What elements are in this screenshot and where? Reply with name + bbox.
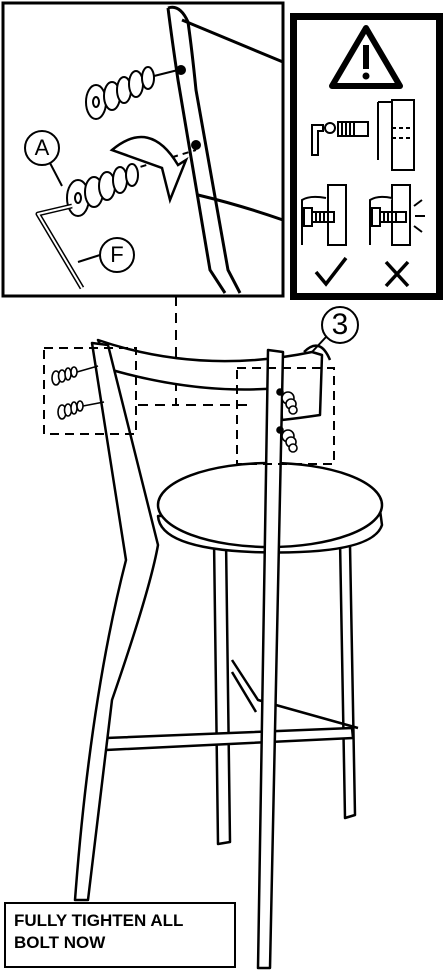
right-bolt-callout-box bbox=[236, 367, 335, 465]
callout-a-label: A bbox=[34, 135, 50, 160]
left-bolt-set bbox=[51, 365, 105, 420]
rotation-arrow-icon bbox=[109, 135, 189, 205]
rear-leg-right bbox=[338, 538, 357, 820]
warning-correct-fit bbox=[301, 184, 347, 246]
detail-panel bbox=[1, 1, 285, 298]
warning-top-illustration bbox=[311, 99, 415, 171]
rear-leg-mid bbox=[212, 538, 232, 846]
bar-stool bbox=[73, 338, 384, 970]
warning-wrong-fit bbox=[369, 184, 425, 246]
back-rest bbox=[96, 338, 324, 422]
front-leg-left bbox=[73, 341, 160, 902]
instruction-caption: FULLY TIGHTEN ALL BOLT NOW bbox=[4, 902, 236, 968]
callout-f-label: F bbox=[110, 242, 124, 267]
caption-line-1: FULLY TIGHTEN ALL bbox=[14, 911, 184, 930]
left-bolt-callout-box bbox=[43, 347, 137, 435]
detail-bolt-lower bbox=[66, 140, 201, 217]
callout-a-circle bbox=[24, 130, 60, 166]
front-leg-right bbox=[256, 348, 285, 970]
right-bolt-set bbox=[276, 388, 298, 453]
cross-icon bbox=[384, 260, 410, 288]
step-number-label: 3 bbox=[331, 308, 349, 341]
step-number-circle bbox=[321, 306, 359, 344]
detail-bolt-upper bbox=[85, 65, 186, 120]
caption-line-2: BOLT NOW bbox=[14, 933, 106, 952]
check-icon bbox=[314, 256, 348, 287]
warning-panel bbox=[290, 13, 443, 300]
detail-chair-post bbox=[166, 5, 284, 294]
